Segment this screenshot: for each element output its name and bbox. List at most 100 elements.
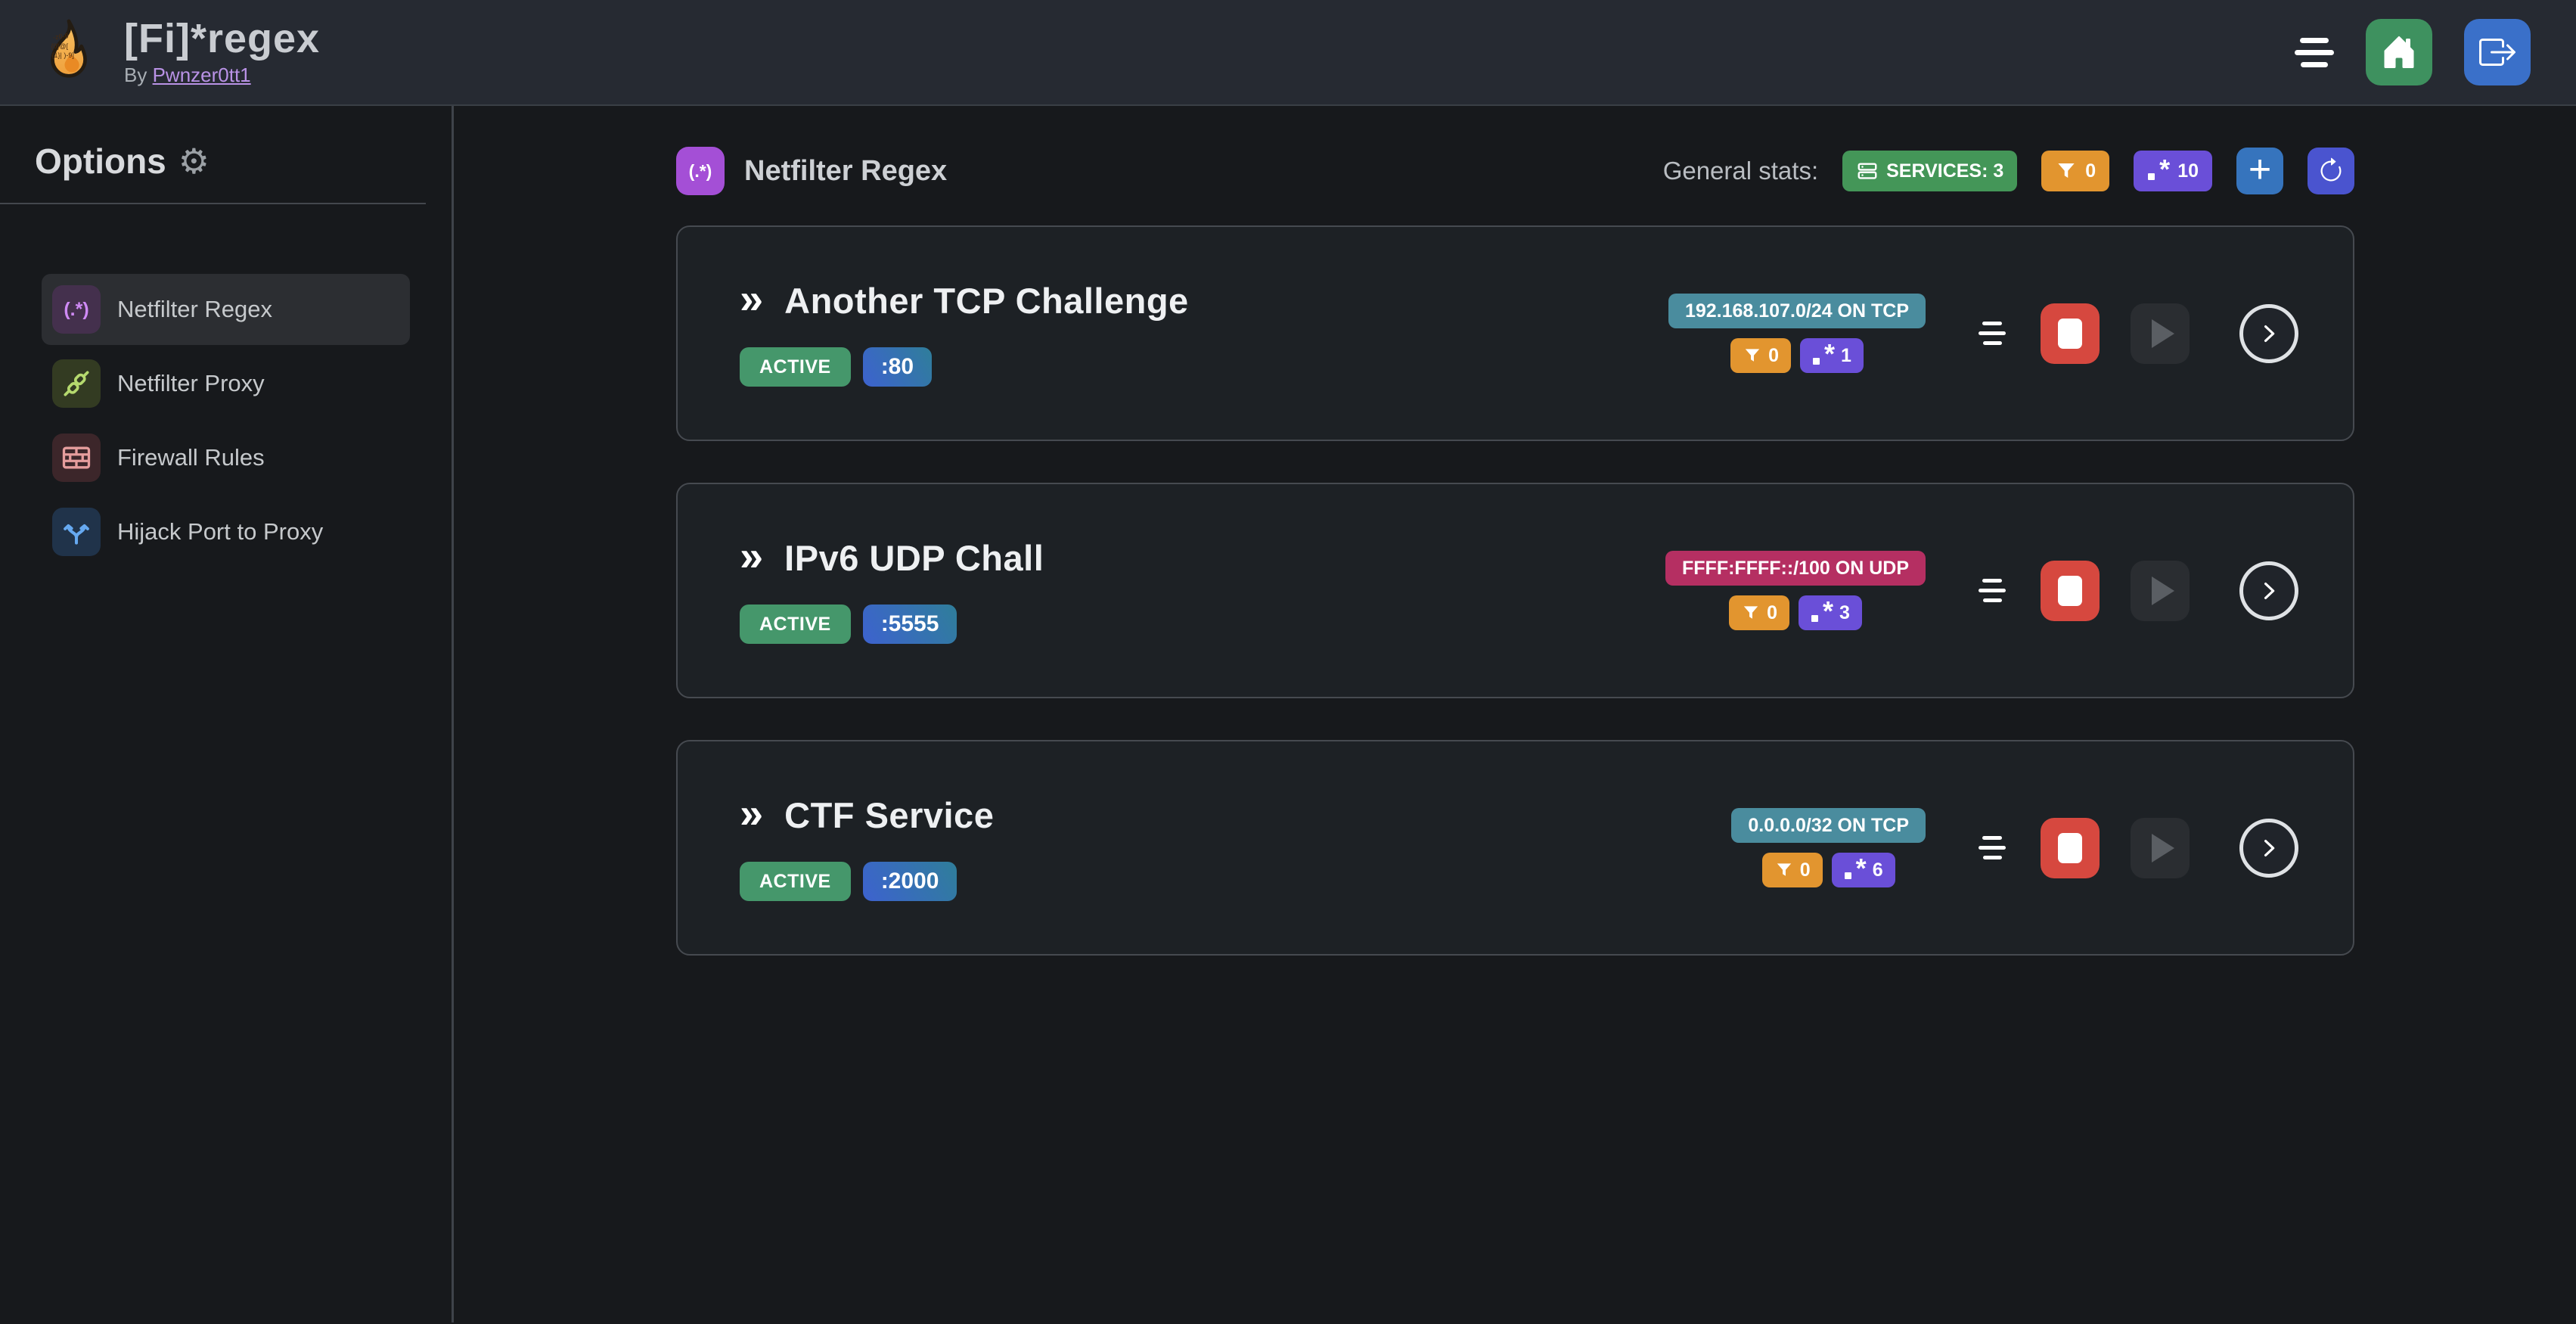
- stop-icon: [2058, 318, 2082, 349]
- app-title: [Fi]*regex: [124, 16, 321, 62]
- add-service-button[interactable]: +: [2236, 148, 2283, 194]
- card-menu-icon[interactable]: [1979, 579, 2006, 602]
- double-chevron-icon: »: [740, 788, 764, 837]
- regex-dot-star-icon: *: [1811, 598, 1833, 625]
- service-cards: » Another TCP Challenge ACTIVE :80 192.1…: [676, 225, 2354, 956]
- network-badge: 192.168.107.0/24 ON TCP: [1668, 294, 1926, 328]
- funnel-icon: [2058, 163, 2075, 178]
- card-actions: [1979, 560, 2298, 621]
- regex-dot-star-icon: *: [1844, 855, 1867, 882]
- svg-text:{0}@[: {0}@[: [51, 42, 69, 50]
- byline: By Pwnzer0tt1: [124, 63, 251, 86]
- section-title: Netfilter Regex: [744, 154, 948, 187]
- port-badge: :80: [862, 347, 933, 387]
- general-stats: General stats: SERVICES: 3 0: [1663, 148, 2354, 194]
- sidebar-item-label: Netfilter Proxy: [117, 370, 265, 396]
- author-link[interactable]: Pwnzer0tt1: [152, 63, 251, 86]
- top-nav: [2295, 19, 2543, 85]
- options-title: Options: [35, 141, 166, 181]
- svg-text:-z0-9: -z0-9: [53, 32, 69, 41]
- status-badge: ACTIVE: [740, 862, 851, 901]
- card-menu-icon[interactable]: [1979, 322, 2006, 345]
- home-button[interactable]: [2366, 19, 2432, 85]
- stats-label: General stats:: [1662, 157, 1819, 185]
- funnel-icon: [1743, 606, 1758, 619]
- stop-button[interactable]: [2041, 303, 2100, 364]
- open-service-button[interactable]: [2239, 303, 2298, 363]
- filters-count-badge: 0: [2041, 151, 2110, 191]
- sidebar-item-hijack-port[interactable]: Hijack Port to Proxy: [42, 496, 410, 567]
- top-bar: -z0-9 {0}@[ {1}| )-9] [Fi]*regex By Pwnz…: [0, 0, 2576, 106]
- sidebar-item-netfilter-proxy[interactable]: Netfilter Proxy: [42, 348, 410, 419]
- regexes-badge: * 1: [1799, 338, 1864, 373]
- stop-icon: [2058, 575, 2082, 606]
- brick-wall-icon: [52, 434, 101, 482]
- sidebar-item-firewall-rules[interactable]: Firewall Rules: [42, 422, 410, 493]
- double-chevron-icon: »: [740, 274, 764, 322]
- proxy-plugs-icon: [52, 359, 101, 408]
- logout-icon: [2479, 39, 2515, 66]
- service-name: CTF Service: [784, 795, 995, 835]
- filters-badge: 0: [1729, 595, 1789, 630]
- regexes-badge: * 6: [1831, 853, 1895, 887]
- sidebar-nav: (.*) Netfilter Regex Netfilter Proxy: [0, 274, 452, 567]
- card-menu-icon[interactable]: [1979, 836, 2006, 859]
- play-icon: [2152, 833, 2174, 862]
- funnel-icon: [1745, 349, 1760, 362]
- sidebar-item-netfilter-regex[interactable]: (.*) Netfilter Regex: [42, 274, 410, 345]
- open-service-button[interactable]: [2239, 561, 2298, 620]
- stop-button[interactable]: [2041, 560, 2100, 621]
- gear-icon: ⚙: [178, 141, 210, 181]
- service-card: » Another TCP Challenge ACTIVE :80 192.1…: [676, 225, 2354, 441]
- chevron-right-icon: [2264, 839, 2275, 856]
- services-count-badge: SERVICES: 3: [1842, 151, 2018, 191]
- server-icon: [1858, 163, 1877, 179]
- filters-badge: 0: [1761, 853, 1823, 887]
- play-button[interactable]: [2131, 817, 2190, 878]
- sidebar-main-divider: [452, 106, 454, 1322]
- double-chevron-icon: »: [740, 531, 764, 580]
- status-badge: ACTIVE: [740, 605, 851, 644]
- service-card: » IPv6 UDP Chall ACTIVE :5555 FFFF:FFFF:…: [676, 483, 2354, 698]
- filters-badge: 0: [1730, 338, 1791, 373]
- svg-text:{1}| )-9]: {1}| )-9]: [51, 51, 73, 59]
- sidebar: Options ⚙ (.*) Netfilter Regex Netfilter…: [0, 106, 452, 1322]
- sidebar-item-label: Firewall Rules: [117, 444, 265, 471]
- brand: [Fi]*regex By Pwnzer0tt1: [124, 17, 320, 87]
- logout-button[interactable]: [2464, 19, 2531, 85]
- menu-icon[interactable]: [2295, 37, 2334, 67]
- stop-button[interactable]: [2041, 817, 2100, 878]
- main-header: (.*) Netfilter Regex General stats: SERV…: [676, 147, 2354, 195]
- card-actions: [1979, 303, 2298, 364]
- refresh-icon: [2320, 157, 2342, 182]
- funnel-icon: [1777, 863, 1791, 876]
- port-badge: :5555: [862, 605, 957, 644]
- regex-dot-star-icon: *: [1812, 340, 1835, 368]
- play-icon: [2152, 576, 2174, 605]
- service-name: Another TCP Challenge: [784, 281, 1189, 321]
- main-content: (.*) Netfilter Regex General stats: SERV…: [454, 106, 2576, 1322]
- regex-count-badge: * 10: [2134, 151, 2212, 191]
- card-actions: [1979, 817, 2298, 878]
- play-button[interactable]: [2131, 303, 2190, 364]
- open-service-button[interactable]: [2239, 818, 2298, 878]
- service-name: IPv6 UDP Chall: [784, 538, 1044, 578]
- sidebar-item-label: Hijack Port to Proxy: [117, 518, 324, 545]
- sidebar-item-label: Netfilter Regex: [117, 296, 273, 322]
- regexes-badge: * 3: [1799, 595, 1862, 630]
- flame-regex-logo: -z0-9 {0}@[ {1}| )-9]: [51, 19, 87, 78]
- plus-icon: +: [2248, 148, 2272, 191]
- sidebar-divider: [0, 203, 426, 204]
- regex-icon: (.*): [52, 285, 101, 334]
- network-badge: FFFF:FFFF::/100 ON UDP: [1665, 551, 1926, 586]
- refresh-button[interactable]: [2308, 148, 2354, 194]
- chevron-right-icon: [2264, 325, 2275, 342]
- play-button[interactable]: [2131, 560, 2190, 621]
- home-icon: [2384, 36, 2414, 68]
- service-card: » CTF Service ACTIVE :2000 0.0.0.0/32 ON…: [676, 740, 2354, 956]
- play-icon: [2152, 319, 2174, 348]
- network-badge: 0.0.0.0/32 ON TCP: [1731, 808, 1926, 843]
- stop-icon: [2058, 832, 2082, 863]
- port-badge: :2000: [862, 862, 957, 901]
- status-badge: ACTIVE: [740, 347, 851, 387]
